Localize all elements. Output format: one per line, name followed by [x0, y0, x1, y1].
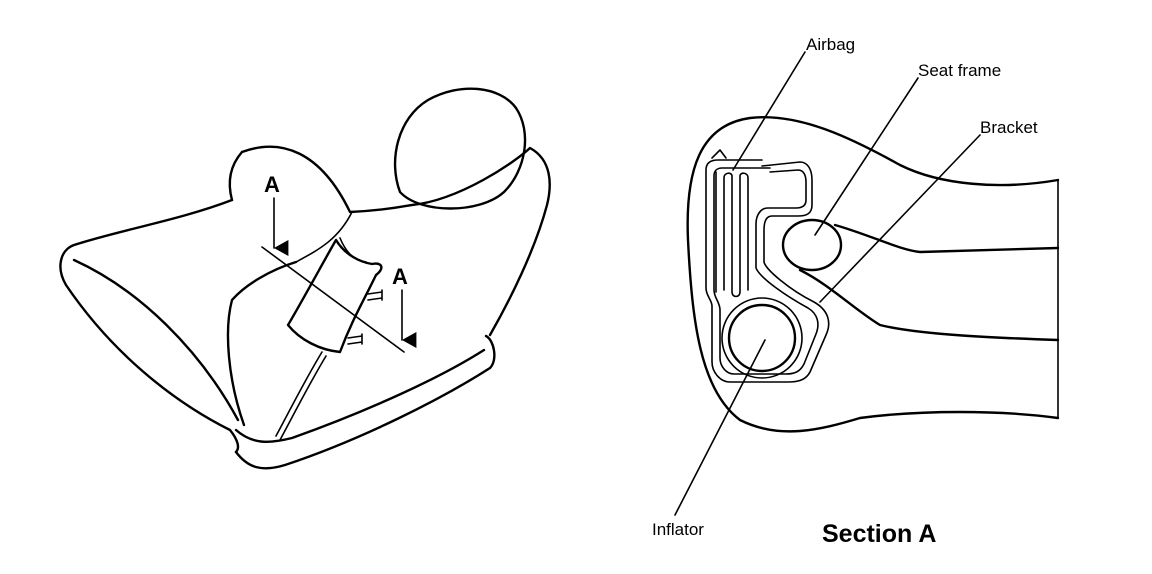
bracket [705, 159, 830, 383]
section-marker-right: A [392, 264, 408, 289]
seat-base [234, 334, 496, 470]
seat-cross-section [686, 116, 1060, 433]
leader-inflator [674, 339, 766, 516]
seat-back-side [228, 150, 244, 202]
bolt-upper [367, 289, 383, 301]
label-seat-frame: Seat frame [918, 61, 1001, 80]
section-title: Section A [822, 520, 936, 548]
leader-seat-frame [814, 77, 919, 236]
bolt-lower [347, 333, 363, 345]
section-marker-left: A [264, 172, 280, 197]
seat-illustration: A A [59, 87, 551, 470]
airbag [715, 171, 749, 298]
label-airbag: Airbag [806, 35, 855, 54]
seat-back [240, 145, 551, 337]
seat-cushion [59, 198, 240, 454]
wire-harness [275, 351, 327, 441]
seat-airbag-module [286, 238, 383, 354]
section-line [261, 246, 405, 353]
label-bracket: Bracket [980, 118, 1038, 137]
section-a-view: Airbag Seat frame Bracket Inflator Secti… [652, 35, 1060, 548]
leader-airbag [732, 51, 806, 171]
headrest [393, 87, 527, 210]
seat-frame [781, 218, 843, 272]
leader-bracket [819, 134, 981, 303]
inflator [727, 303, 797, 373]
label-inflator: Inflator [652, 520, 704, 539]
